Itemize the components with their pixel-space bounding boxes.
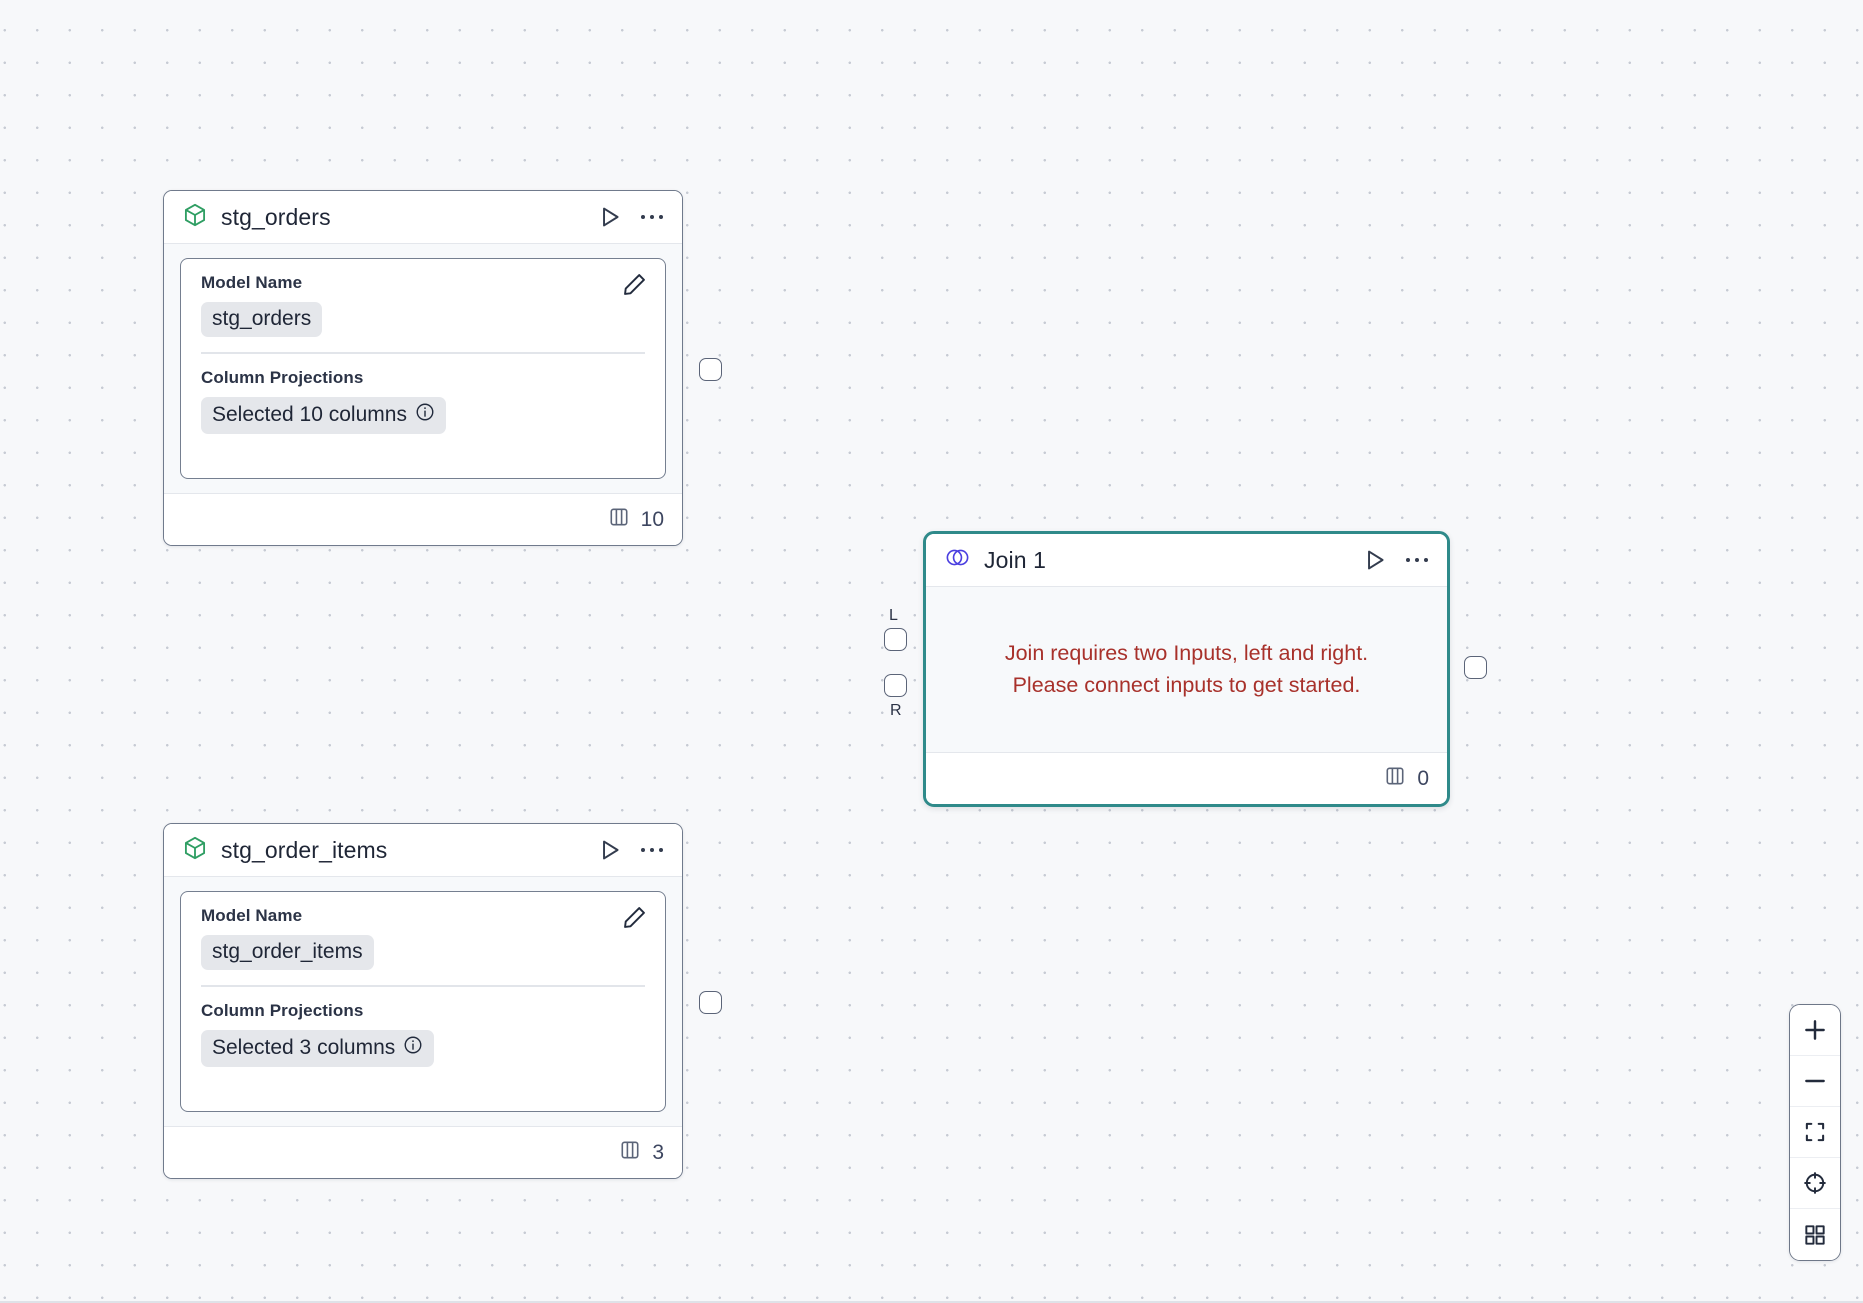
input-port-label-right: R [890, 702, 902, 719]
node-join-1[interactable]: Join 1 Join requires two Inputs, left an… [923, 531, 1450, 807]
node-footer: 0 [926, 752, 1447, 804]
toggle-grid-button[interactable] [1790, 1209, 1840, 1260]
info-icon[interactable] [415, 402, 435, 428]
node-title: Join 1 [984, 546, 1046, 573]
field-label-model-name: Model Name [201, 273, 303, 292]
column-count: 0 [1417, 766, 1429, 790]
node-config-card: Model Name stg_order_items Column Projec… [180, 891, 666, 1112]
more-options-button[interactable] [639, 837, 665, 863]
field-label-column-projections: Column Projections [201, 367, 364, 387]
warning-line-2: Please connect inputs to get started. [1012, 672, 1361, 697]
fit-view-button[interactable] [1790, 1107, 1840, 1158]
chip-column-projections[interactable]: Selected 3 columns [201, 1029, 435, 1067]
input-port-label-left: L [889, 607, 898, 624]
node-header: stg_orders [164, 191, 682, 244]
node-body: Model Name stg_orders Column Projections… [164, 244, 682, 493]
divider [201, 352, 645, 354]
field-label-column-projections: Column Projections [201, 1000, 364, 1020]
field-label-model-name: Model Name [201, 906, 303, 925]
columns-icon [1383, 764, 1407, 793]
zoom-in-button[interactable] [1790, 1005, 1840, 1056]
edit-pencil-icon[interactable] [621, 271, 649, 299]
node-title: stg_orders [221, 203, 331, 230]
chip-value: Selected 3 columns [212, 1035, 396, 1059]
chip-value: Selected 10 columns [212, 402, 407, 426]
run-button[interactable] [595, 202, 625, 232]
ellipsis-icon [640, 214, 664, 220]
run-button[interactable] [595, 835, 625, 865]
chip-column-projections[interactable]: Selected 10 columns [201, 396, 446, 434]
more-options-button[interactable] [1404, 547, 1430, 573]
node-header: stg_order_items [164, 824, 682, 877]
columns-icon [607, 505, 631, 534]
node-footer: 3 [164, 1126, 682, 1178]
chip-model-name[interactable]: stg_orders [201, 302, 323, 337]
canvas-controls[interactable] [1789, 1004, 1841, 1261]
columns-icon [618, 1138, 642, 1167]
recenter-button[interactable] [1790, 1158, 1840, 1209]
node-footer: 10 [164, 493, 682, 545]
cube-icon [182, 835, 208, 866]
chip-value: stg_order_items [212, 940, 363, 963]
chip-value: stg_orders [212, 307, 312, 330]
node-body: Model Name stg_order_items Column Projec… [164, 877, 682, 1126]
node-title: stg_order_items [221, 836, 388, 863]
node-stg-orders[interactable]: stg_orders Model Name stg_ord [163, 190, 683, 546]
more-options-button[interactable] [639, 204, 665, 230]
node-warning-body: Join requires two Inputs, left and right… [926, 587, 1447, 752]
node-header: Join 1 [926, 534, 1447, 587]
node-stg-order-items[interactable]: stg_order_items Model Name st [163, 823, 683, 1179]
ellipsis-icon [1405, 557, 1429, 563]
output-port-stg-orders[interactable] [699, 358, 722, 381]
input-port-right[interactable] [884, 674, 907, 697]
ellipsis-icon [640, 847, 664, 853]
input-port-left[interactable] [884, 628, 907, 651]
warning-line-1: Join requires two Inputs, left and right… [1004, 641, 1369, 666]
output-port-stg-order-items[interactable] [699, 991, 722, 1014]
column-count: 10 [640, 507, 664, 531]
output-port-join-1[interactable] [1464, 656, 1487, 679]
node-config-card: Model Name stg_orders Column Projections… [180, 258, 666, 479]
column-count: 3 [652, 1140, 664, 1164]
chip-model-name[interactable]: stg_order_items [201, 935, 374, 970]
cube-icon [182, 202, 208, 233]
zoom-out-button[interactable] [1790, 1056, 1840, 1107]
run-button[interactable] [1360, 545, 1390, 575]
venn-join-icon [944, 544, 971, 576]
divider [201, 985, 645, 987]
info-icon[interactable] [403, 1035, 423, 1061]
edit-pencil-icon[interactable] [621, 904, 649, 932]
